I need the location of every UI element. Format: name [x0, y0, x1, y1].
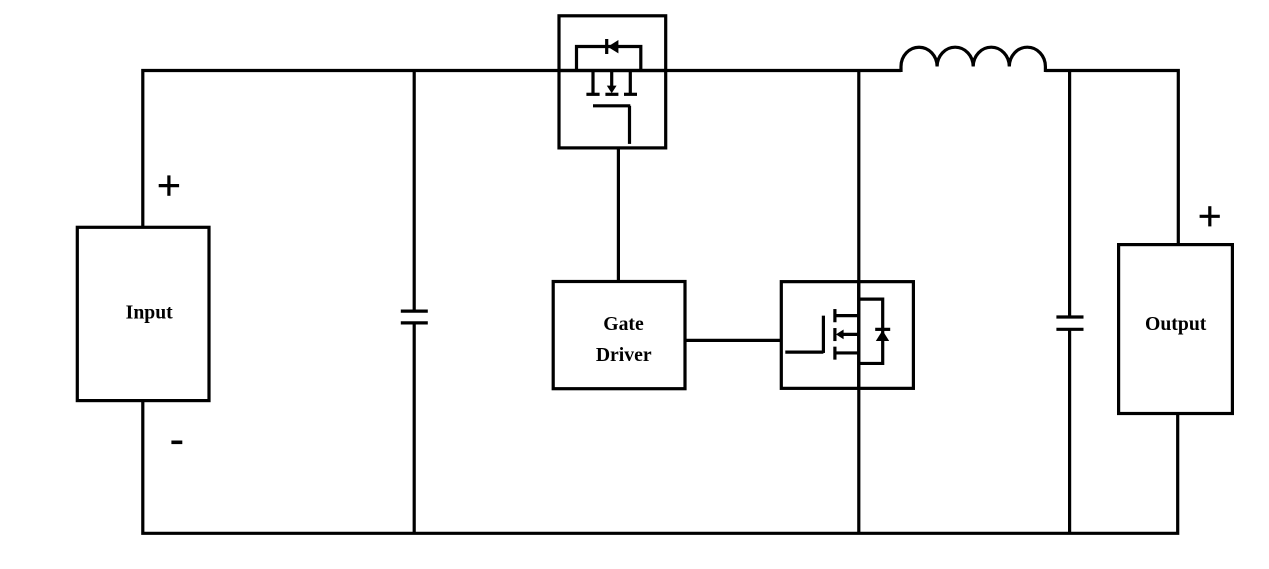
svg-text:Gate: Gate [603, 313, 644, 335]
svg-text:Output: Output [1145, 313, 1207, 335]
svg-text:Driver: Driver [596, 344, 652, 366]
svg-text:Input: Input [126, 301, 174, 323]
